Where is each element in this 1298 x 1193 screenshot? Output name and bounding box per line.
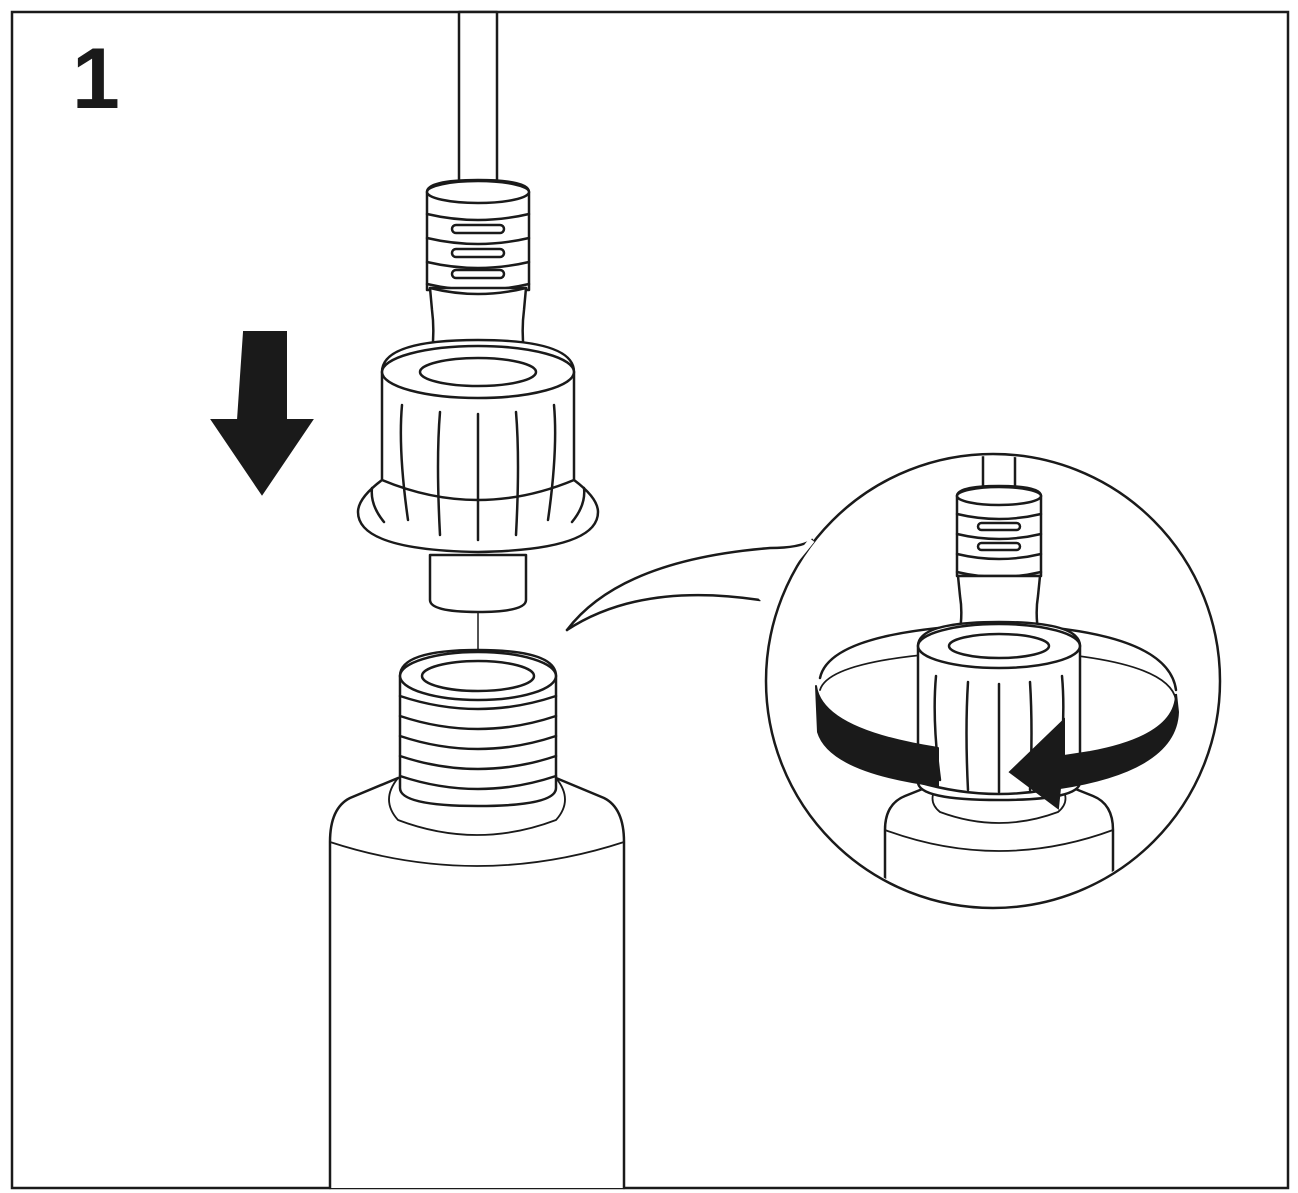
- bottle: [328, 648, 626, 1190]
- connector-nut: [356, 338, 600, 554]
- connector-grip: [425, 178, 531, 292]
- detail-callout: [565, 452, 1222, 910]
- arrow-down-icon: [210, 331, 314, 496]
- detail-connector-grip: [955, 484, 1043, 579]
- callout-bubble: [565, 538, 814, 632]
- cable-connector: [356, 10, 600, 681]
- panel-frame: [10, 10, 1290, 1190]
- connector-tip: [428, 553, 528, 614]
- cable: [457, 10, 499, 200]
- step-number: 1: [72, 31, 120, 127]
- bottle-body: [328, 776, 626, 1190]
- rotate-arrow-icon: [815, 685, 1180, 810]
- bottle-thread: [398, 648, 558, 808]
